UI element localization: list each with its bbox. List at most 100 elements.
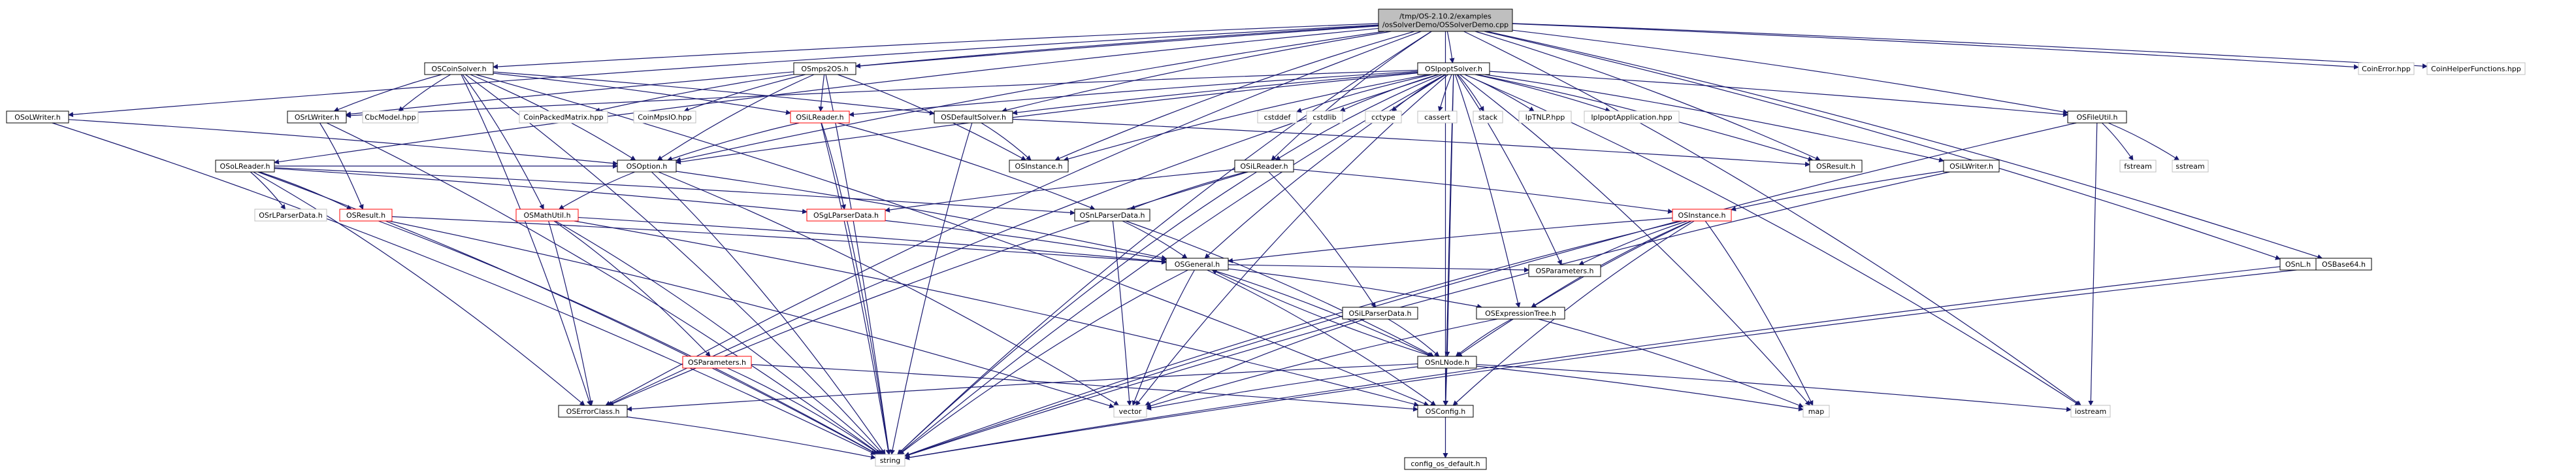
- node-ositparserdata-box: [1342, 307, 1418, 320]
- node-osipoptsolver[interactable]: OSIpoptSolver.h: [1417, 62, 1490, 75]
- edge-osparameters_l-to-string: [727, 367, 881, 455]
- node-osmps2os-box: [793, 62, 856, 75]
- edge-root-to-osresult_r: [1475, 31, 1821, 161]
- node-iostream-box: [2070, 405, 2111, 418]
- edge-osipoptsolver-to-cstddef: [1296, 74, 1433, 113]
- node-fstream: fstream: [2119, 160, 2157, 173]
- edge-osipoptsolver-to-stack: [1457, 74, 1484, 112]
- node-root: /tmp/OS-2.10.2/examples/osSolverDemo/OSS…: [1378, 8, 1513, 32]
- node-osconfig[interactable]: OSConfig.h: [1417, 405, 1474, 418]
- node-osoption-label: OSOption.h: [627, 162, 668, 171]
- node-iptnlp-label: IpTNLP.hpp: [1525, 113, 1565, 122]
- node-coinerror-label: CoinError.hpp: [2362, 65, 2411, 73]
- node-oscoinsolver-label: OSCoinSolver.h: [431, 65, 486, 73]
- node-osilreader_mid-label: OSiLReader.h: [1240, 162, 1288, 171]
- edge-osinstance_r-to-map: [1704, 220, 1814, 406]
- node-osilreader_top[interactable]: OSiLReader.h: [790, 110, 850, 124]
- edge-osipoptsolver-to-cstdlib: [1339, 74, 1439, 112]
- node-osnl[interactable]: OSnLParserData.h: [1074, 209, 1150, 222]
- edge-osolreader-to-osresult_l: [259, 171, 352, 210]
- node-oserrorclass[interactable]: OSErrorClass.h: [558, 405, 628, 418]
- node-osoption[interactable]: OSOption.h: [617, 160, 677, 173]
- node-osolreader-label: OSoLReader.h: [220, 162, 270, 171]
- edge-osipoptsolver-to-osconfig: [1443, 74, 1454, 406]
- node-sstream-box: [2172, 160, 2209, 173]
- node-cstddef: cstddef: [1257, 110, 1297, 124]
- dependency-edges: [52, 23, 2428, 460]
- edge-oscoinsolver-to-osmathutil: [462, 74, 544, 210]
- edge-osgeneral-to-osexprtree: [1228, 268, 1483, 309]
- edge-root-to-coinhelper: [1512, 23, 2428, 69]
- node-osparameters_mid-label: OSParameters.h: [1535, 267, 1593, 275]
- node-osnl_r-label: OSnL.h: [2285, 260, 2311, 269]
- edge-ossolwriter_l-to-string: [52, 122, 877, 455]
- edge-osmathutil-to-osparameters_l: [553, 220, 711, 357]
- node-oserrorclass-label: OSErrorClass.h: [566, 407, 620, 416]
- edge-osilreader_mid-to-osinstance_r: [1293, 169, 1673, 214]
- edge-osipoptsolver-to-osinstance_top: [1063, 74, 1429, 161]
- node-config[interactable]: config_os_default.h: [1404, 457, 1487, 470]
- edge-osmps2os-to-osoption: [657, 74, 815, 161]
- edge-oscoinsolver-to-oserrorclass: [461, 74, 592, 406]
- node-osrlwriter[interactable]: OSrLWriter.h: [287, 110, 347, 124]
- edge-osmps2os-to-coinmpsio: [683, 74, 806, 112]
- edge-osresult_l-to-osgeneral: [391, 216, 1167, 265]
- node-osparameters_mid[interactable]: OSParameters.h: [1528, 264, 1601, 277]
- node-osgeneral[interactable]: OSGeneral.h: [1166, 258, 1229, 271]
- node-osresult_l[interactable]: OSResult.h: [339, 209, 393, 222]
- node-cassert-box: [1417, 110, 1458, 124]
- edge-osilwriter-to-string: [904, 171, 1950, 458]
- node-osdefaultsolver[interactable]: OSDefaultSolver.h: [934, 110, 1013, 124]
- node-osdefaultsolver-box: [934, 110, 1013, 124]
- node-osolreader[interactable]: OSoLReader.h: [215, 160, 275, 173]
- node-osfileutil[interactable]: OSFileUtil.h: [2067, 110, 2127, 124]
- node-osinstance_r[interactable]: OSInstance.h: [1672, 209, 1732, 222]
- node-oserrorclass-box: [558, 405, 628, 418]
- node-ipipoptapp: IpIpoptApplication.hpp: [1584, 110, 1680, 124]
- node-osexprtree[interactable]: OSExpressionTree.h: [1476, 307, 1565, 320]
- node-osparameters_l[interactable]: OSParameters.h: [682, 356, 752, 369]
- edge-osipoptsolver-to-vector: [1135, 74, 1448, 406]
- node-fstream-box: [2119, 160, 2157, 173]
- edge-osmathutil-to-oserrorclass: [548, 220, 593, 406]
- node-osgl-label: OSgLParserData.h: [813, 211, 879, 220]
- edge-osoption-to-string: [651, 171, 886, 455]
- node-osrlwriter-label: OSrLWriter.h: [295, 113, 339, 122]
- node-coinerror-box: [2358, 62, 2415, 75]
- node-osparsedata_l-box: [254, 209, 327, 222]
- edge-osnlnode-to-iostream: [1476, 364, 2072, 413]
- node-ositparserdata[interactable]: OSiLParserData.h: [1342, 307, 1418, 320]
- node-iostream-label: iostream: [2075, 407, 2106, 416]
- edge-osnlnode-to-oserrorclass: [627, 363, 1418, 412]
- node-osbase64[interactable]: OSBase64.h: [2315, 258, 2372, 271]
- node-iostream: iostream: [2070, 405, 2111, 418]
- edge-root-to-osinstance_top: [1054, 31, 1415, 161]
- node-osmps2os[interactable]: OSmps2OS.h: [793, 62, 856, 75]
- node-osmathutil[interactable]: OSMathUtil.h: [515, 209, 579, 222]
- node-osoption-box: [617, 160, 677, 173]
- node-osnlnode[interactable]: OSnLNode.h: [1417, 356, 1477, 369]
- edge-ositparserdata-to-vector: [1145, 318, 1365, 406]
- node-osnl_r[interactable]: OSnL.h: [2279, 258, 2317, 271]
- edge-osrlwriter-to-string: [326, 122, 881, 455]
- edge-osnlnode-to-map: [1476, 365, 1804, 412]
- edge-oserrorclass-to-string: [627, 416, 876, 460]
- node-osilreader_mid[interactable]: OSiLReader.h: [1234, 160, 1294, 173]
- edge-osipoptsolver-to-osilwriter: [1484, 74, 1944, 163]
- edge-osdefaultsolver-to-string: [890, 122, 973, 455]
- node-cbcmodel-label: CbcModel.hpp: [365, 113, 416, 122]
- node-oscoinsolver[interactable]: OSCoinSolver.h: [424, 62, 494, 75]
- edge-osolreader-to-osnl: [274, 167, 1075, 216]
- node-ossolwriter_l[interactable]: OSoLWriter.h: [6, 110, 69, 124]
- edge-osoption-to-osmathutil: [558, 171, 635, 210]
- node-osilwriter[interactable]: OSiLWriter.h: [1943, 160, 2000, 173]
- node-osparameters_l-box: [682, 356, 752, 369]
- node-osgl[interactable]: OSgLParserData.h: [806, 209, 886, 222]
- edge-osgeneral-to-osnlnode: [1212, 269, 1433, 357]
- node-osilreader_top-label: OSiLReader.h: [796, 113, 843, 122]
- node-osilwriter-box: [1943, 160, 2000, 173]
- node-osresult_r[interactable]: OSResult.h: [1809, 160, 1863, 173]
- node-osinstance_top[interactable]: OSInstance.h: [1009, 160, 1069, 173]
- node-coinmpsio-box: [633, 110, 696, 124]
